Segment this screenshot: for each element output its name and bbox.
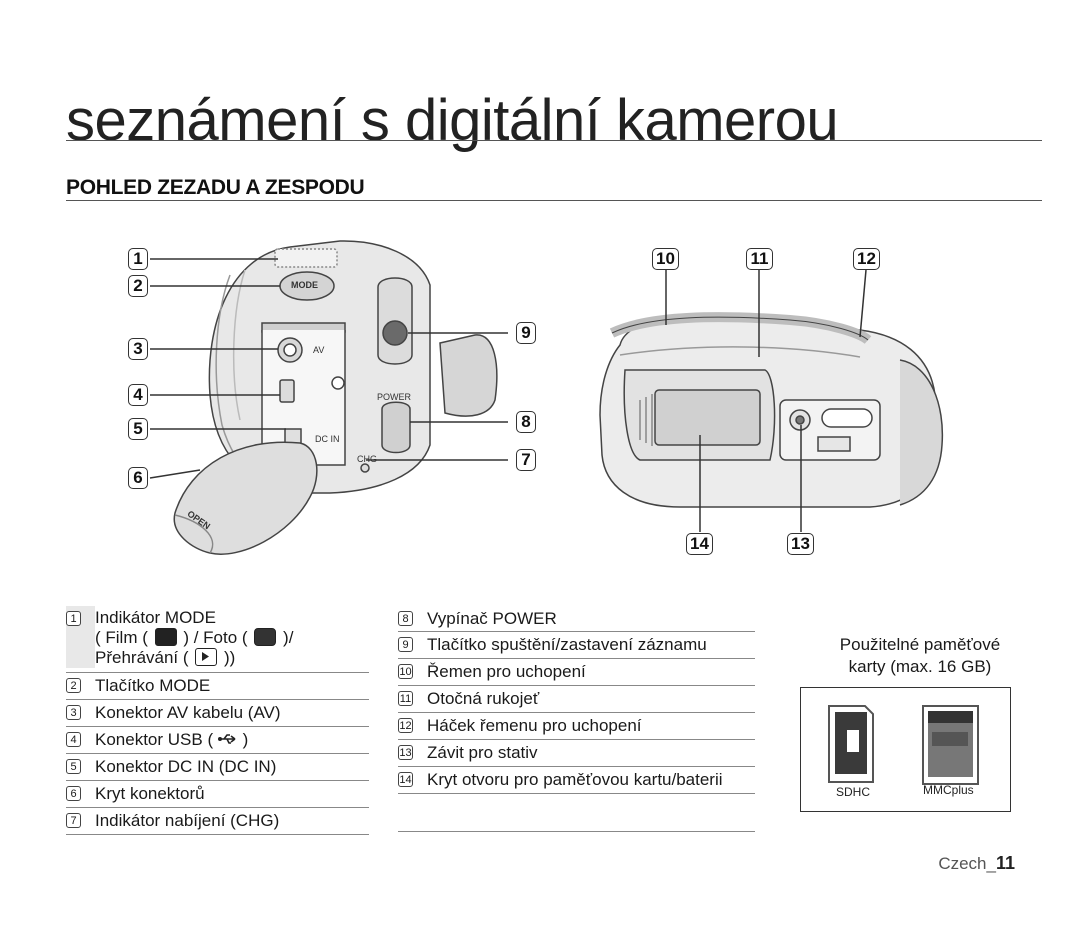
legend-number: 5 bbox=[66, 759, 81, 774]
legend-number: 14 bbox=[398, 772, 413, 787]
mode-label: MODE bbox=[291, 280, 318, 290]
photo-camera-icon bbox=[254, 628, 277, 646]
legend-item-13: 13 Závit pro stativ bbox=[398, 740, 755, 767]
legend-number: 6 bbox=[66, 786, 81, 801]
legend-item-12: 12 Háček řemenu pro uchopení bbox=[398, 713, 755, 740]
callout-11: 11 bbox=[746, 248, 773, 270]
play-icon bbox=[195, 648, 218, 666]
av-label: AV bbox=[313, 345, 325, 355]
legend-left: 1 Indikátor MODE ( Film ( ) / Foto ( )/ … bbox=[66, 606, 369, 835]
legend-right: 8 Vypínač POWER 9 Tlačítko spuštění/zast… bbox=[398, 606, 755, 832]
callout-2: 2 bbox=[128, 275, 148, 297]
power-label: POWER bbox=[377, 392, 412, 402]
legend-number: 13 bbox=[398, 745, 413, 760]
legend-item-2: 2 Tlačítko MODE bbox=[66, 673, 369, 700]
page-footer: Czech_11 bbox=[938, 853, 1015, 874]
legend-text: Indikátor nabíjení (CHG) bbox=[95, 811, 280, 830]
leader-lines bbox=[149, 258, 867, 532]
legend-item-5: 5 Konektor DC IN (DC IN) bbox=[66, 754, 369, 781]
legend-number: 4 bbox=[66, 732, 81, 747]
mmcplus-card-icon bbox=[922, 705, 979, 785]
cards-caption: Použitelné paměťové karty (max. 16 GB) bbox=[839, 635, 1001, 676]
legend-number: 8 bbox=[398, 611, 413, 626]
callout-10: 10 bbox=[652, 248, 679, 270]
footer-language: Czech bbox=[938, 854, 987, 873]
legend-item-4: 4 Konektor USB ( ) bbox=[66, 727, 369, 754]
legend-number: 9 bbox=[398, 637, 413, 652]
rear-view bbox=[173, 240, 498, 555]
legend-text: Indikátor MODE bbox=[95, 608, 216, 627]
bottom-view bbox=[599, 312, 944, 508]
legend-number: 7 bbox=[66, 813, 81, 828]
legend-mode-options: ( Film ( ) / Foto ( )/ bbox=[95, 628, 294, 647]
legend-text: Kryt otvoru pro paměťovou kartu/baterii bbox=[427, 770, 723, 789]
dc-in-label: DC IN bbox=[315, 434, 340, 444]
callout-12: 12 bbox=[853, 248, 880, 270]
usb-icon bbox=[217, 734, 236, 744]
camcorder-drawing bbox=[149, 240, 944, 555]
callout-14: 14 bbox=[686, 533, 713, 555]
movie-camera-icon bbox=[154, 628, 177, 646]
memory-cards-drawing bbox=[828, 705, 979, 785]
callout-1: 1 bbox=[128, 248, 148, 270]
section-heading: POHLED ZEZADU A ZESPODU bbox=[66, 176, 365, 199]
legend-item-11: 11 Otočná rukojeť bbox=[398, 686, 755, 713]
callout-13: 13 bbox=[787, 533, 814, 555]
camcorder-illustration: 1 2 3 4 5 6 7 8 9 10 11 12 13 14 MODE AV… bbox=[0, 215, 1080, 585]
legend-number: 12 bbox=[398, 718, 413, 733]
section-divider bbox=[66, 200, 1042, 201]
sdhc-label: SDHC bbox=[836, 785, 871, 799]
legend-text: Konektor AV kabelu (AV) bbox=[95, 703, 281, 722]
legend-text: Konektor USB ( ) bbox=[95, 730, 249, 749]
legend-text: Konektor DC IN (DC IN) bbox=[95, 757, 277, 776]
legend-number: 1 bbox=[66, 611, 81, 626]
title-divider bbox=[66, 140, 1042, 141]
legend-text: Řemen pro uchopení bbox=[427, 662, 586, 681]
memory-cards-box: SDHC MMCplus bbox=[800, 687, 1011, 812]
legend-text: Vypínač POWER bbox=[427, 609, 557, 628]
page-number: 11 bbox=[995, 853, 1015, 873]
legend-text: Háček řemenu pro uchopení bbox=[427, 716, 642, 735]
legend-end-rule bbox=[398, 831, 755, 832]
legend-item-1: 1 Indikátor MODE ( Film ( ) / Foto ( )/ … bbox=[66, 606, 369, 673]
callout-8: 8 bbox=[516, 411, 536, 433]
legend-text: Tlačítko MODE bbox=[95, 676, 211, 695]
legend-item-8: 8 Vypínač POWER bbox=[398, 606, 755, 632]
legend-item-3: 3 Konektor AV kabelu (AV) bbox=[66, 700, 369, 727]
legend-number: 3 bbox=[66, 705, 81, 720]
chg-label: CHG bbox=[357, 454, 377, 464]
mmcplus-label: MMCplus bbox=[923, 783, 974, 797]
legend-number: 2 bbox=[66, 678, 81, 693]
footer-separator: _ bbox=[986, 854, 996, 873]
callout-3: 3 bbox=[128, 338, 148, 360]
legend-playback-option: Přehrávání ( )) bbox=[95, 648, 236, 667]
legend-item-9: 9 Tlačítko spuštění/zastavení záznamu bbox=[398, 632, 755, 659]
legend-text: Tlačítko spuštění/zastavení záznamu bbox=[427, 635, 707, 654]
legend-text: Otočná rukojeť bbox=[427, 689, 540, 708]
callout-6: 6 bbox=[128, 467, 148, 489]
sdhc-card-icon bbox=[828, 705, 874, 783]
legend-item-14: 14 Kryt otvoru pro paměťovou kartu/bater… bbox=[398, 767, 755, 794]
callout-9: 9 bbox=[516, 322, 536, 344]
legend-item-7: 7 Indikátor nabíjení (CHG) bbox=[66, 808, 369, 835]
callout-5: 5 bbox=[128, 418, 148, 440]
legend-text: Kryt konektorů bbox=[95, 784, 205, 803]
legend-number: 10 bbox=[398, 664, 413, 679]
callout-7: 7 bbox=[516, 449, 536, 471]
callout-4: 4 bbox=[128, 384, 148, 406]
legend-item-6: 6 Kryt konektorů bbox=[66, 781, 369, 808]
legend-number: 11 bbox=[398, 691, 413, 706]
page-title: seznámení s digitální kamerou bbox=[66, 88, 839, 153]
legend-text: Závit pro stativ bbox=[427, 743, 538, 762]
legend-item-10: 10 Řemen pro uchopení bbox=[398, 659, 755, 686]
